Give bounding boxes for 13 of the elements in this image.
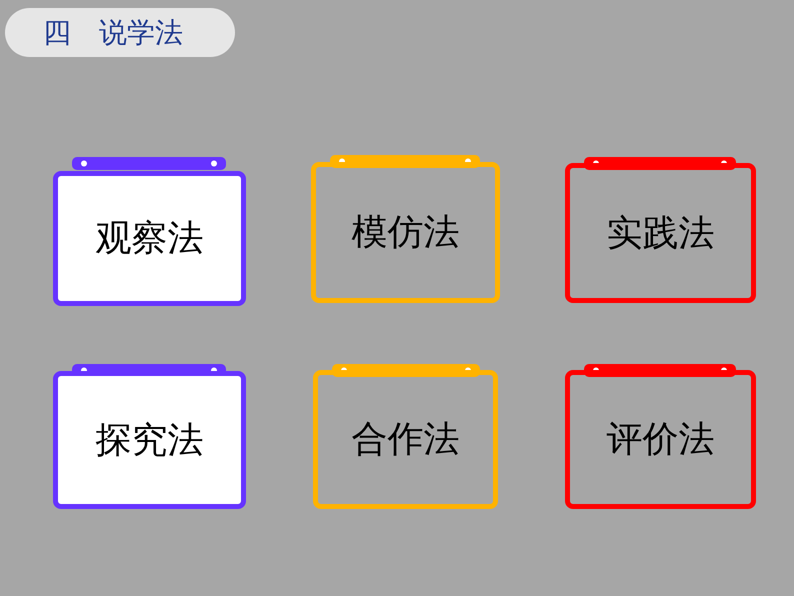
method-card <box>565 370 756 509</box>
card-label: 探究法 <box>96 418 204 462</box>
card-label: 实践法 <box>606 212 714 256</box>
card-label: 合作法 <box>352 418 460 462</box>
card-label: 观察法 <box>96 217 204 261</box>
card-label: 模仿法 <box>352 211 460 255</box>
method-card <box>565 163 756 303</box>
card-label: 评价法 <box>606 418 714 462</box>
method-card <box>53 171 246 306</box>
method-card <box>313 370 498 509</box>
method-card <box>53 371 246 509</box>
method-card <box>311 162 500 303</box>
title-banner: 四 说学法 <box>5 8 235 57</box>
